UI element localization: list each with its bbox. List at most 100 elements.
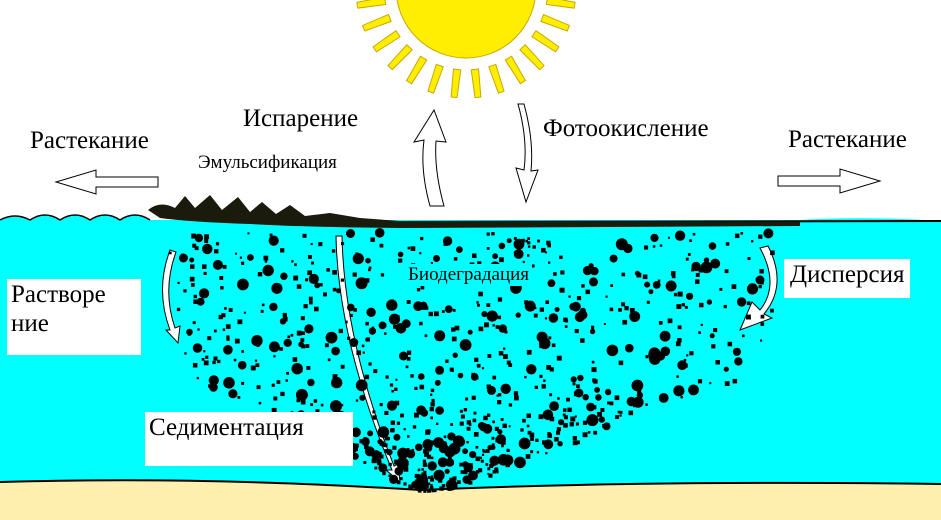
oil-droplet bbox=[452, 476, 456, 480]
oil-droplet bbox=[627, 397, 637, 407]
oil-droplet bbox=[380, 403, 383, 406]
oil-droplet bbox=[431, 457, 434, 460]
oil-droplet bbox=[528, 431, 532, 435]
oil-droplet bbox=[600, 408, 604, 412]
oil-droplet bbox=[503, 424, 507, 428]
oil-droplet bbox=[271, 283, 282, 294]
oil-droplet bbox=[318, 242, 322, 246]
oil-droplet bbox=[434, 311, 439, 316]
oil-droplet bbox=[507, 449, 510, 452]
oil-droplet bbox=[417, 474, 421, 478]
oil-droplet bbox=[403, 482, 406, 485]
oil-droplet bbox=[492, 376, 496, 380]
oil-droplet bbox=[411, 246, 416, 251]
oil-droplet bbox=[291, 334, 294, 337]
oil-droplet bbox=[183, 289, 186, 292]
oil-droplet bbox=[418, 469, 421, 472]
oil-droplet bbox=[635, 271, 640, 276]
oil-droplet bbox=[277, 380, 281, 384]
oil-droplet bbox=[453, 484, 458, 489]
oil-droplet bbox=[527, 241, 530, 244]
oil-droplet bbox=[565, 319, 568, 322]
oil-droplet bbox=[589, 277, 598, 286]
oil-droplet bbox=[407, 300, 411, 304]
oil-droplet bbox=[207, 336, 211, 340]
oil-droplet bbox=[493, 445, 495, 447]
oil-droplet bbox=[648, 289, 653, 294]
oil-droplet bbox=[375, 228, 385, 238]
oil-droplet bbox=[472, 254, 477, 259]
oil-droplet bbox=[184, 352, 186, 354]
oil-droplet bbox=[286, 372, 289, 375]
oil-droplet bbox=[733, 348, 741, 356]
oil-droplet bbox=[305, 278, 308, 281]
oil-droplet bbox=[364, 445, 369, 450]
oil-droplet bbox=[555, 307, 560, 312]
oil-droplet bbox=[452, 337, 457, 342]
oil-droplet bbox=[378, 426, 390, 438]
oil-droplet bbox=[564, 415, 568, 419]
oil-droplet bbox=[237, 279, 249, 291]
oil-droplet bbox=[632, 380, 644, 392]
oil-droplet bbox=[556, 431, 560, 435]
oil-droplet bbox=[453, 309, 456, 312]
oil-droplet bbox=[379, 455, 383, 459]
oil-droplet bbox=[229, 308, 233, 312]
oil-droplet bbox=[668, 237, 670, 239]
oil-droplet bbox=[270, 234, 273, 237]
oil-droplet bbox=[479, 423, 488, 432]
oil-droplet bbox=[321, 404, 324, 407]
oil-droplet bbox=[272, 384, 275, 387]
oil-droplet bbox=[593, 431, 597, 435]
oil-droplet bbox=[553, 272, 557, 276]
oil-droplet bbox=[521, 239, 525, 243]
oil-droplet bbox=[403, 467, 408, 472]
oil-droplet bbox=[333, 288, 337, 292]
oil-droplet bbox=[476, 301, 478, 303]
oil-droplet bbox=[546, 241, 550, 245]
oil-droplet bbox=[530, 437, 534, 441]
oil-droplet bbox=[686, 258, 689, 261]
oil-droplet bbox=[374, 467, 377, 470]
oil-droplet bbox=[280, 318, 286, 324]
oil-droplet bbox=[498, 393, 501, 396]
oil-droplet bbox=[674, 293, 677, 296]
oil-droplet bbox=[645, 355, 648, 358]
oil-droplet bbox=[621, 302, 625, 306]
oil-droplet bbox=[734, 357, 742, 365]
oil-droplet bbox=[410, 485, 414, 489]
oil-droplet bbox=[264, 256, 269, 261]
oil-droplet bbox=[681, 396, 683, 398]
oil-droplet bbox=[469, 463, 473, 467]
oil-droplet bbox=[193, 363, 198, 368]
oil-droplet bbox=[676, 341, 681, 346]
oil-droplet bbox=[350, 314, 353, 317]
oil-droplet bbox=[406, 366, 409, 369]
oil-droplet bbox=[323, 292, 327, 296]
oil-droplet bbox=[456, 246, 463, 253]
oil-droplet bbox=[391, 421, 395, 425]
oil-droplet bbox=[682, 303, 685, 306]
oil-droplet bbox=[202, 244, 212, 254]
oil-droplet bbox=[473, 419, 477, 423]
oil-droplet bbox=[287, 336, 290, 339]
oil-droplet bbox=[550, 367, 554, 371]
oil-droplet bbox=[710, 259, 720, 269]
oil-droplet bbox=[468, 330, 473, 335]
oil-droplet bbox=[395, 379, 397, 381]
oil-droplet bbox=[425, 306, 429, 310]
oil-droplet bbox=[393, 434, 400, 441]
oil-droplet bbox=[307, 379, 314, 386]
oil-droplet bbox=[466, 441, 468, 443]
oil-droplet bbox=[482, 367, 484, 369]
oil-droplet bbox=[524, 376, 526, 378]
spreading-left-label: Растекание bbox=[30, 127, 149, 156]
oil-droplet bbox=[495, 427, 499, 431]
oil-droplet bbox=[549, 393, 552, 396]
oil-droplet bbox=[489, 456, 499, 466]
oil-droplet bbox=[724, 367, 729, 372]
oil-droplet bbox=[241, 350, 244, 353]
oil-droplet bbox=[625, 344, 634, 353]
oil-droplet bbox=[367, 430, 373, 436]
oil-droplet bbox=[653, 234, 656, 237]
